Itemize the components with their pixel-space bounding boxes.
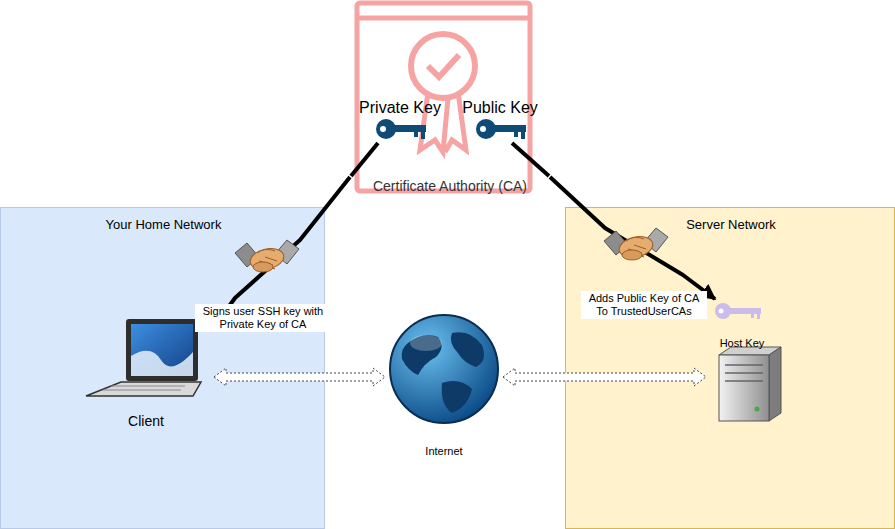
public-key-icon — [476, 119, 526, 139]
text-slot: Host Key — [712, 332, 772, 351]
text-slot: Internet — [388, 440, 500, 459]
node-label: Client — [128, 413, 164, 430]
region-title: Server Network — [686, 217, 776, 233]
node-label: Public Key — [462, 98, 538, 117]
text-slot: Your Home Network — [1, 214, 326, 233]
private-key-icon — [376, 119, 426, 139]
trust-connector — [550, 177, 715, 299]
text-slot: Certificate Authority (CA) — [350, 176, 550, 195]
host-server: Host Key — [709, 299, 796, 426]
text-slot: Server Network — [566, 214, 895, 233]
text-slot: Public Key — [450, 98, 550, 117]
node-label: Private Key — [359, 98, 441, 117]
key-leader — [512, 143, 549, 176]
internet-globe: Internet — [388, 313, 500, 455]
edge-label-slot: Adds Public Key of CA To TrustedUserCAs — [581, 291, 707, 319]
text-slot: Client — [81, 411, 211, 430]
network-link — [503, 368, 706, 386]
network-region: Server NetworkHost Key — [565, 207, 895, 529]
network-link — [214, 368, 385, 386]
host-server-icon — [709, 299, 796, 426]
handshake-icon — [604, 228, 668, 260]
node-label: Internet — [425, 445, 462, 458]
edge-label-slot: Signs user SSH key with Private Key of C… — [195, 304, 331, 332]
client-laptop-icon — [81, 316, 211, 429]
edge-label: Signs user SSH key with Private Key of C… — [195, 304, 331, 332]
handshake-icon — [235, 240, 299, 272]
key-leader — [351, 143, 378, 176]
node-label: Host Key — [720, 337, 765, 350]
internet-globe-icon — [388, 313, 500, 455]
text-slot: Private Key — [350, 98, 450, 117]
region-title: Your Home Network — [106, 217, 222, 233]
certificate-icon — [357, 3, 530, 191]
key-icon — [715, 303, 761, 319]
client-laptop: Client — [81, 316, 211, 429]
node-label: Certificate Authority (CA) — [373, 178, 527, 195]
edge-label: Adds Public Key of CA To TrustedUserCAs — [581, 291, 707, 319]
